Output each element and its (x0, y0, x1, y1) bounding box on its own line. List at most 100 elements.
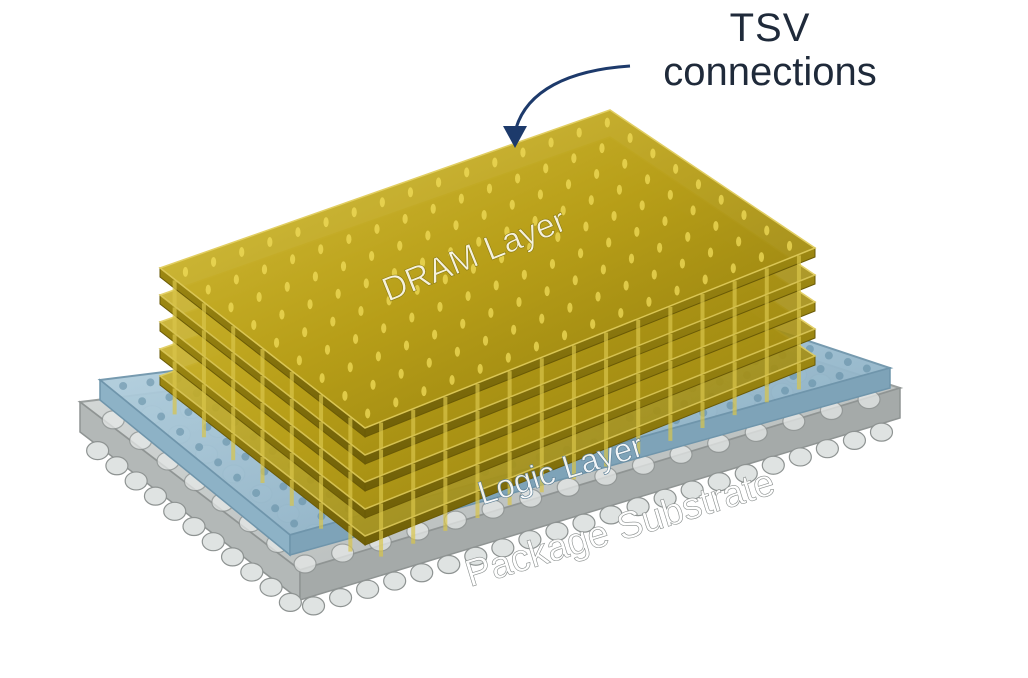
tsv-via (539, 313, 545, 324)
logic-bump (298, 497, 307, 506)
tsv-via (228, 302, 234, 313)
tsv-via (330, 316, 336, 327)
solder-ball (842, 430, 867, 451)
tsv-via (273, 337, 280, 348)
tsv-via (571, 153, 577, 164)
solder-ball (518, 530, 542, 550)
logic-bump (808, 379, 817, 388)
logic-bump (214, 458, 223, 467)
tsv-via (482, 335, 489, 346)
tsv-via (284, 281, 290, 292)
solder-ball (86, 440, 110, 461)
solder-ball (259, 577, 283, 597)
tsv-via (695, 179, 702, 190)
tsv-via (460, 318, 466, 329)
tsv-via (426, 357, 432, 368)
solder-ball (220, 547, 245, 567)
tsv-via (352, 333, 359, 344)
tsv-via (488, 307, 494, 318)
tsv-via (398, 368, 404, 379)
tsv-via (544, 286, 550, 297)
tsv-via (370, 379, 376, 390)
solder-ball (519, 488, 543, 508)
tsv-via (407, 187, 414, 198)
logic-bump (165, 393, 174, 402)
solder-ball (356, 579, 380, 599)
tsv-via (599, 143, 605, 154)
logic-bump (222, 437, 231, 446)
logic-bump (146, 378, 155, 387)
tsv-via (470, 263, 477, 274)
tsv-via (560, 205, 566, 216)
dram-die (158, 109, 817, 449)
tsv-via (741, 210, 747, 221)
tsv-via (548, 137, 554, 148)
tsv-via (323, 217, 329, 228)
logic-bump (138, 397, 147, 406)
tsv-via (644, 174, 651, 185)
tsv-via (351, 207, 357, 218)
logic-bump (835, 371, 844, 380)
tsv-via (537, 189, 543, 200)
solder-ball (680, 480, 704, 500)
tsv-via (363, 278, 369, 289)
tsv-via (667, 189, 673, 200)
tsv-via (532, 215, 538, 226)
tsv-via (256, 292, 262, 303)
tsv-via (713, 220, 719, 231)
tsv-via (290, 254, 296, 265)
tsv-via (673, 163, 679, 174)
tsv-via (516, 297, 522, 308)
tsv-via (702, 274, 708, 285)
tsv-via (651, 269, 657, 280)
solder-ball (443, 510, 468, 530)
tsv-via (577, 248, 584, 259)
tsv-callout-line1: TSV (729, 6, 811, 50)
solder-ball (410, 563, 434, 583)
tsv-via (572, 275, 578, 286)
tsv-via (346, 234, 352, 245)
solder-ball (328, 587, 353, 608)
tsv-via (543, 163, 549, 174)
logic-bump (753, 394, 762, 403)
tsv-via (347, 362, 353, 373)
solder-ball (201, 532, 225, 552)
tsv-via (590, 319, 596, 330)
solder-ball (481, 499, 505, 519)
tsv-via (375, 351, 381, 362)
solder-ball (599, 505, 623, 525)
tsv-via (493, 280, 499, 291)
tsv-via (414, 284, 420, 295)
tsv-via (403, 340, 410, 351)
logic-bump (241, 452, 250, 461)
tsv-via (261, 264, 268, 275)
tsv-via (391, 267, 398, 278)
tsv-via (210, 256, 217, 267)
tsv-via (679, 258, 685, 269)
solder-ball (182, 516, 206, 537)
logic-bump (271, 504, 280, 513)
tsv-via (464, 167, 470, 178)
logic-bump (843, 358, 852, 367)
tsv-via (296, 355, 302, 366)
logic-bump (290, 519, 299, 528)
tsv-via (335, 288, 341, 299)
tsv-via (454, 346, 460, 357)
tsv-via (606, 237, 612, 248)
tsv-via (449, 375, 455, 386)
tsv-via (627, 133, 633, 144)
tsv-via (736, 236, 742, 247)
solder-ball (815, 439, 839, 459)
solder-ball (653, 488, 677, 508)
logic-bump (233, 473, 242, 482)
logic-bump (176, 427, 185, 436)
solder-ball (437, 554, 461, 575)
tsv-via (618, 307, 624, 318)
solder-ball (626, 496, 650, 517)
tsv-via (646, 296, 652, 307)
tsv-via (435, 177, 442, 188)
tsv-via (397, 240, 403, 251)
tsv-via (409, 312, 415, 323)
tsv-via (511, 324, 517, 335)
tsv-via (393, 397, 399, 408)
